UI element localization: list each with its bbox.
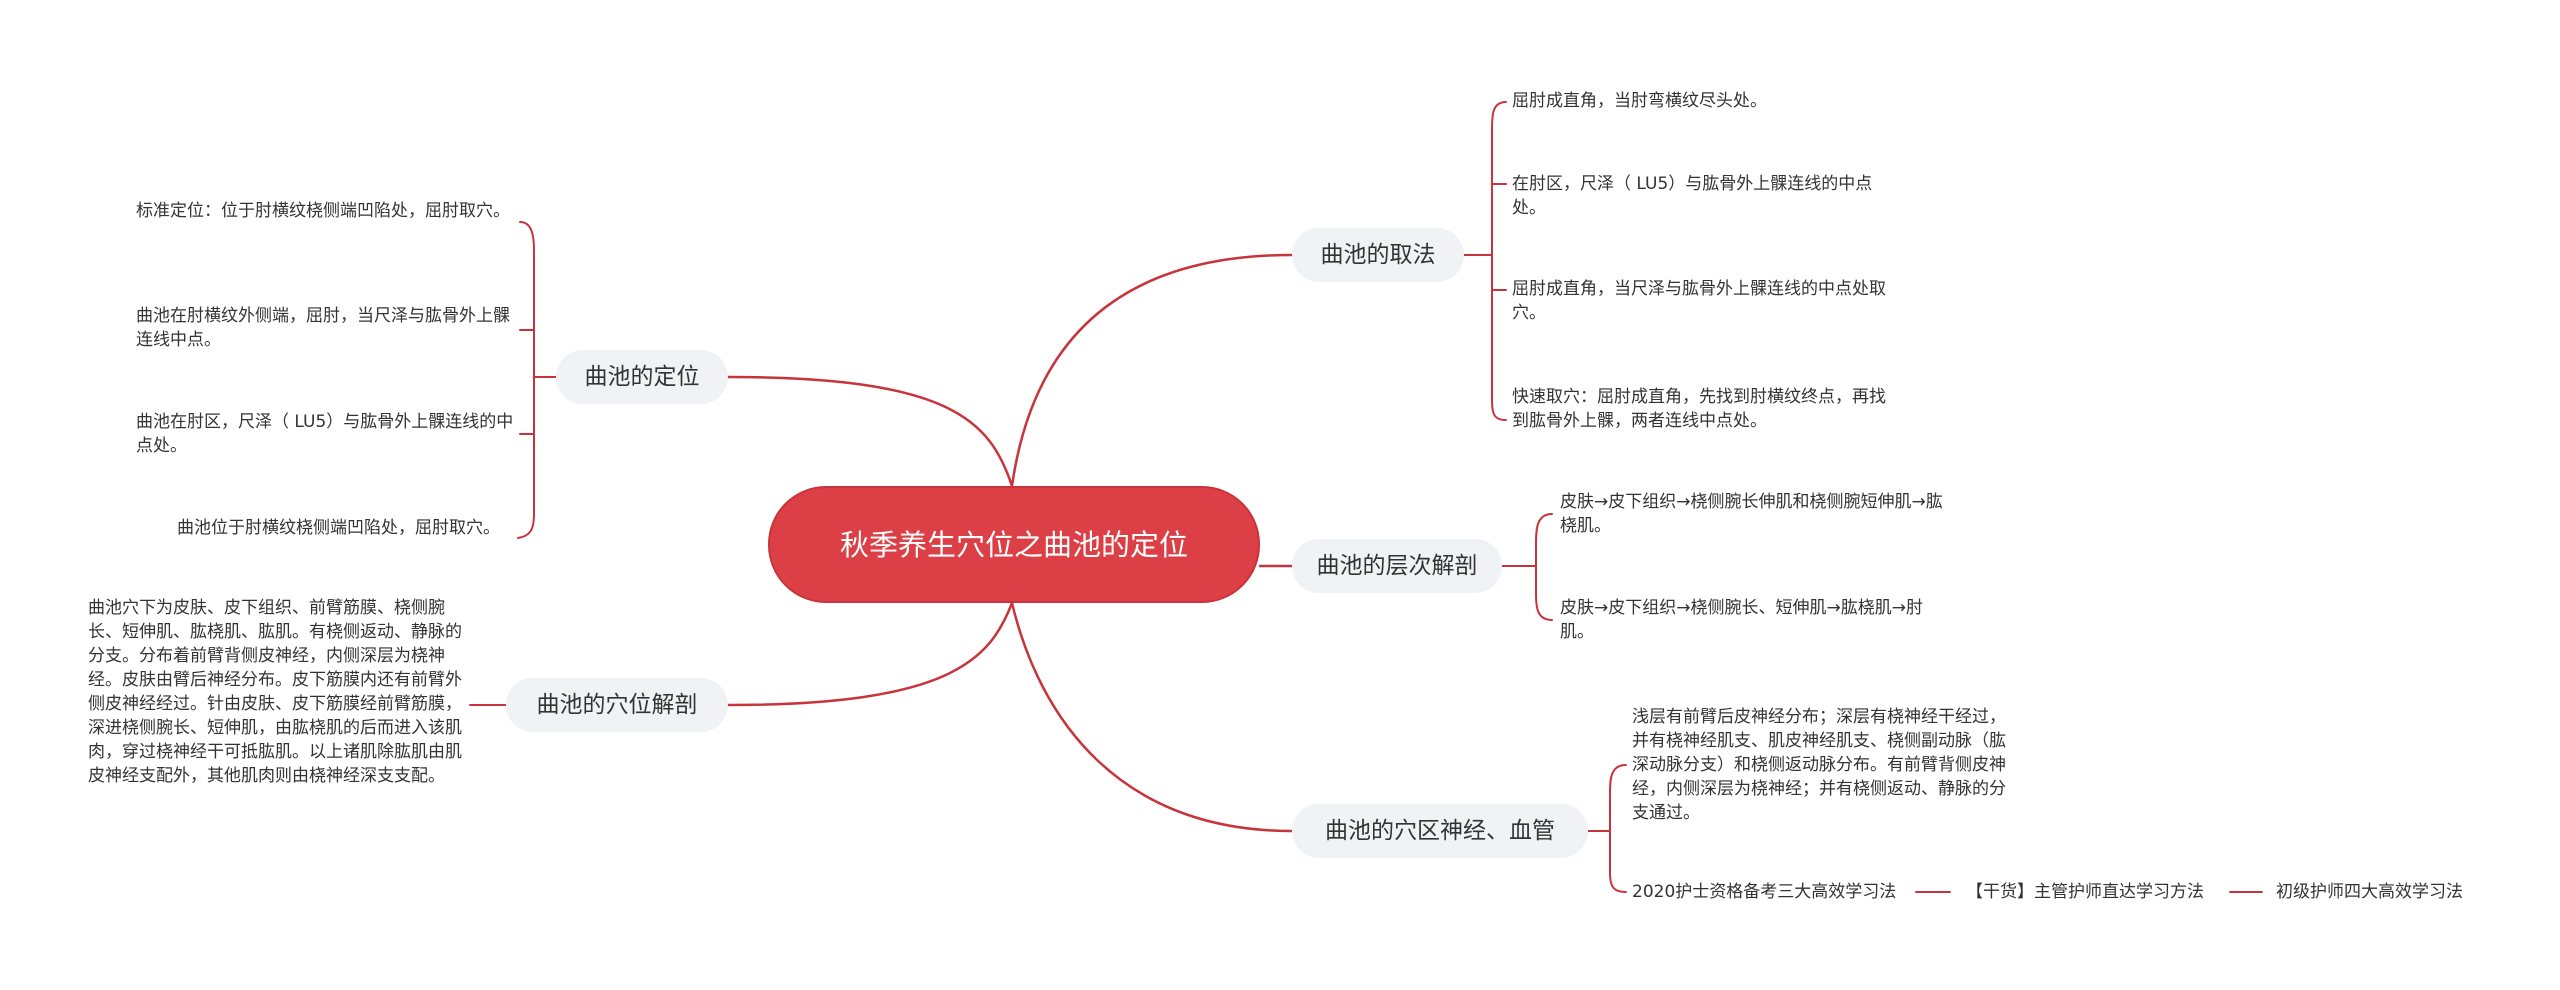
leaf-jiepou-1[interactable]: 曲池穴下为皮肤、皮下组织、前臂筋膜、桡侧腕长、短伸肌、肱桡肌、肱肌。有桡侧返动、… [88,596,468,788]
bracket-qufa [1491,101,1507,421]
branch-dingwei-label: 曲池的定位 [584,364,700,390]
leaf-dingwei-4[interactable]: 曲池位于肘横纹桡侧端凹陷处，屈肘取穴。 [136,516,500,540]
bracket-shenjing [1609,764,1627,893]
leaf-qufa-4[interactable]: 快速取穴：屈肘成直角，先找到肘横纹终点，再找到肱骨外上髁，两者连线中点处。 [1512,385,1897,433]
leaf-qufa-3-text: 屈肘成直角，当尺泽与肱骨外上髁连线的中点处取穴。 [1512,279,1886,323]
branch-cengci[interactable]: 曲池的层次解剖 [1292,539,1502,593]
leaf-qufa-4-text: 快速取穴：屈肘成直角，先找到肘横纹终点，再找到肱骨外上髁，两者连线中点处。 [1512,387,1886,431]
chain-link-3[interactable]: 初级护师四大高效学习法 [2276,880,2463,904]
leaf-dingwei-1-text: 标准定位：位于肘横纹桡侧端凹陷处，屈肘取穴。 [136,201,510,221]
link-root-jiepou [726,601,1014,707]
chain-link-2-text: 【干货】主管护师直达学习方法 [1966,882,2204,902]
branch-shenjing[interactable]: 曲池的穴区神经、血管 [1292,804,1588,858]
leaf-dingwei-3[interactable]: 曲池在肘区，尺泽（ LU5）与肱骨外上髁连线的中点处。 [136,410,518,458]
link-root-dingwei [726,375,1014,488]
root-topic[interactable]: 秋季养生穴位之曲池的定位 [768,486,1260,603]
branch-qufa-label: 曲池的取法 [1320,242,1436,268]
leaf-cengci-1-text: 皮肤→皮下组织→桡侧腕长伸肌和桡侧腕短伸肌→肱桡肌。 [1560,492,1943,536]
root-topic-label: 秋季养生穴位之曲池的定位 [839,527,1188,562]
leaf-shenjing-1-text: 浅层有前臂后皮神经分布；深层有桡神经干经过，并有桡神经肌支、肌皮神经肌支、桡侧副… [1632,707,2006,823]
leaf-qufa-1-text: 屈肘成直角，当肘弯横纹尽头处。 [1512,91,1767,111]
link-root-shenjing [1010,601,1294,833]
chain-link-3-text: 初级护师四大高效学习法 [2276,882,2463,902]
leaf-qufa-2-text: 在肘区，尺泽（ LU5）与肱骨外上髁连线的中点处。 [1512,174,1873,218]
bracket-cengci [1535,513,1553,621]
leaf-dingwei-2[interactable]: 曲池在肘横纹外侧端，屈肘，当尺泽与肱骨外上髁连线中点。 [136,304,518,352]
leaf-cengci-2[interactable]: 皮肤→皮下组织→桡侧腕长、短伸肌→肱桡肌→肘肌。 [1560,596,1945,644]
branch-jiepou[interactable]: 曲池的穴位解剖 [506,678,728,732]
leaf-qufa-3[interactable]: 屈肘成直角，当尺泽与肱骨外上髁连线的中点处取穴。 [1512,277,1897,325]
chain-link-1[interactable]: 2020护士资格备考三大高效学习法 [1632,880,1896,904]
leaf-jiepou-1-text: 曲池穴下为皮肤、皮下组织、前臂筋膜、桡侧腕长、短伸肌、肱桡肌、肱肌。有桡侧返动、… [88,598,462,786]
leaf-dingwei-1[interactable]: 标准定位：位于肘横纹桡侧端凹陷处，屈肘取穴。 [136,199,518,223]
chain-link-1-text: 2020护士资格备考三大高效学习法 [1632,882,1897,902]
branch-shenjing-label: 曲池的穴区神经、血管 [1325,818,1555,844]
leaf-dingwei-3-text: 曲池在肘区，尺泽（ LU5）与肱骨外上髁连线的中点处。 [136,412,514,456]
link-root-qufa [1010,253,1294,488]
leaf-shenjing-1[interactable]: 浅层有前臂后皮神经分布；深层有桡神经干经过，并有桡神经肌支、肌皮神经肌支、桡侧副… [1632,705,2007,825]
branch-dingwei[interactable]: 曲池的定位 [556,350,728,404]
branch-qufa[interactable]: 曲池的取法 [1292,228,1464,282]
bracket-dingwei [517,221,535,539]
branch-cengci-label: 曲池的层次解剖 [1316,553,1478,579]
leaf-qufa-1[interactable]: 屈肘成直角，当肘弯横纹尽头处。 [1512,89,1892,113]
leaf-dingwei-4-text: 曲池位于肘横纹桡侧端凹陷处，屈肘取穴。 [177,518,500,538]
leaf-cengci-2-text: 皮肤→皮下组织→桡侧腕长、短伸肌→肱桡肌→肘肌。 [1560,598,1923,642]
leaf-cengci-1[interactable]: 皮肤→皮下组织→桡侧腕长伸肌和桡侧腕短伸肌→肱桡肌。 [1560,490,1945,538]
branch-jiepou-label: 曲池的穴位解剖 [536,692,698,718]
leaf-qufa-2[interactable]: 在肘区，尺泽（ LU5）与肱骨外上髁连线的中点处。 [1512,172,1880,220]
leaf-dingwei-2-text: 曲池在肘横纹外侧端，屈肘，当尺泽与肱骨外上髁连线中点。 [136,306,510,350]
chain-link-2[interactable]: 【干货】主管护师直达学习方法 [1966,880,2204,904]
